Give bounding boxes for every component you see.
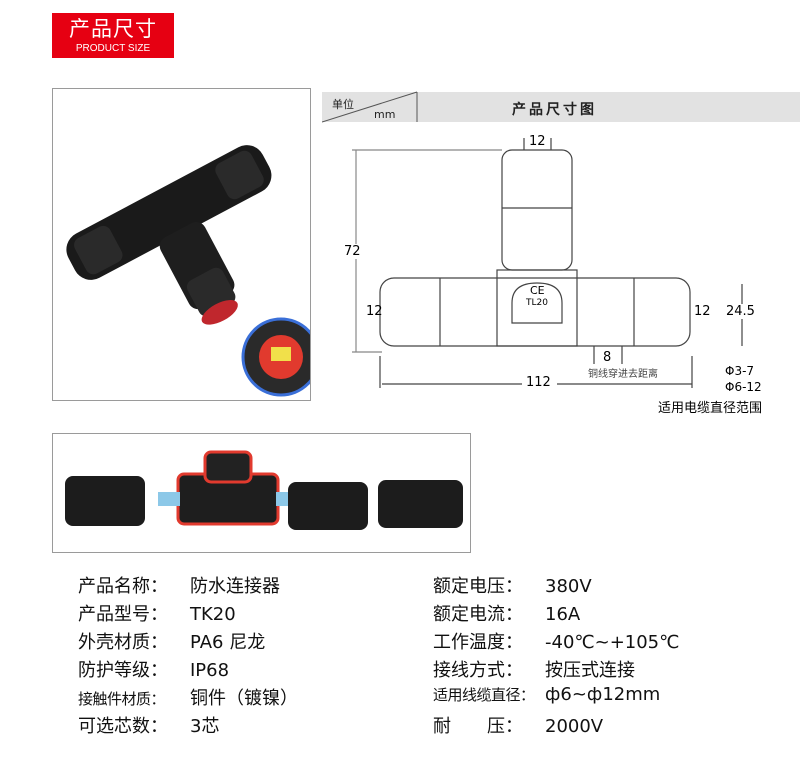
spec-value: 防水连接器	[190, 576, 280, 597]
spec-row: 额定电流： 16A	[433, 600, 580, 626]
section-title-cn: 产品尺寸	[69, 17, 157, 41]
spec-row: 耐 压： 2000V	[433, 712, 603, 738]
spec-list-left: 产品名称： 防水连接器 产品型号： TK20 外壳材质： PA6 尼龙 防护等级： IP…	[78, 572, 418, 742]
spec-row: 接线方式： 按压式连接	[433, 656, 635, 682]
cable-range-large: Φ6-12	[725, 380, 762, 394]
spec-label: 额定电流：	[433, 604, 523, 625]
spec-row: 防护等级： IP68	[78, 656, 229, 682]
spec-row: 额定电压： 380V	[433, 572, 592, 598]
drawing-lines	[322, 91, 800, 388]
spec-value: 380V	[545, 576, 592, 597]
product-photo-exploded	[52, 433, 471, 553]
spec-value: 按压式连接	[545, 660, 635, 681]
product-photo-assembled	[52, 88, 321, 401]
dim-strip-length: 8	[603, 350, 612, 365]
spec-label: 产品型号：	[78, 604, 168, 625]
spec-value: IP68	[190, 660, 230, 681]
dimension-drawing: 单位 mm 产品尺寸图 12 72 12 12 24.5 8 铜线穿进去距离 1…	[322, 88, 800, 418]
spec-label: 工作温度：	[433, 632, 523, 653]
spec-row: 可选芯数： 3芯	[78, 712, 219, 738]
spec-value: ф6~ф12mm	[545, 684, 661, 705]
unit-label: 单位	[332, 98, 354, 111]
dim-right-width: 12	[694, 304, 711, 319]
dim-total-length: 112	[526, 375, 551, 390]
spec-value: -40℃~+105℃	[545, 632, 680, 653]
spec-value: PA6 尼龙	[190, 632, 266, 653]
cable-range-small: Φ3-7	[725, 364, 755, 378]
dim-top-width: 12	[529, 134, 546, 149]
spec-value: 铜件（镀镍）	[190, 688, 298, 709]
spec-label: 耐 压：	[433, 716, 523, 737]
t-connector-image	[66, 145, 321, 397]
exploded-parts-image	[65, 450, 463, 530]
spec-label: 额定电压：	[433, 576, 523, 597]
strip-note: 铜线穿进去距离	[588, 369, 658, 380]
cable-note: 适用电缆直径范围	[658, 401, 763, 416]
section-title-en: PRODUCT SIZE	[75, 43, 151, 54]
dim-left-width: 12	[366, 304, 383, 319]
spec-value: 2000V	[545, 716, 604, 737]
spec-row: 工作温度： -40℃~+105℃	[433, 628, 679, 654]
spec-row: 产品型号： TK20	[78, 600, 236, 626]
marking-ce: CE	[530, 284, 545, 297]
spec-label: 接线方式：	[433, 660, 523, 681]
marking-model: TL20	[526, 298, 548, 308]
dim-body-height: 24.5	[726, 304, 755, 319]
spec-list-right: 额定电压： 380V 额定电流： 16A 工作温度： -40℃~+105℃ 接线方式：…	[433, 572, 793, 742]
spec-label: 可选芯数：	[78, 716, 168, 737]
spec-label: 接触件材质：	[78, 690, 166, 708]
dim-height: 72	[344, 244, 361, 259]
spec-label: 外壳材质：	[78, 632, 168, 653]
spec-row: 外壳材质： PA6 尼龙	[78, 628, 265, 654]
spec-row: 接触件材质： 铜件（镀镍）	[78, 684, 298, 710]
spec-value: 16A	[545, 604, 581, 625]
spec-value: TK20	[190, 604, 236, 625]
spec-label: 适用线缆直径：	[433, 686, 535, 704]
spec-value: 3芯	[190, 716, 220, 737]
spec-label: 产品名称：	[78, 576, 168, 597]
section-badge: 产品尺寸 PRODUCT SIZE	[52, 13, 174, 58]
spec-label: 防护等级：	[78, 660, 168, 681]
unit-value: mm	[374, 108, 396, 121]
drawing-title: 产品尺寸图	[512, 102, 597, 118]
spec-row: 适用线缆直径： ф6~ф12mm	[433, 684, 660, 705]
spec-row: 产品名称： 防水连接器	[78, 572, 280, 598]
